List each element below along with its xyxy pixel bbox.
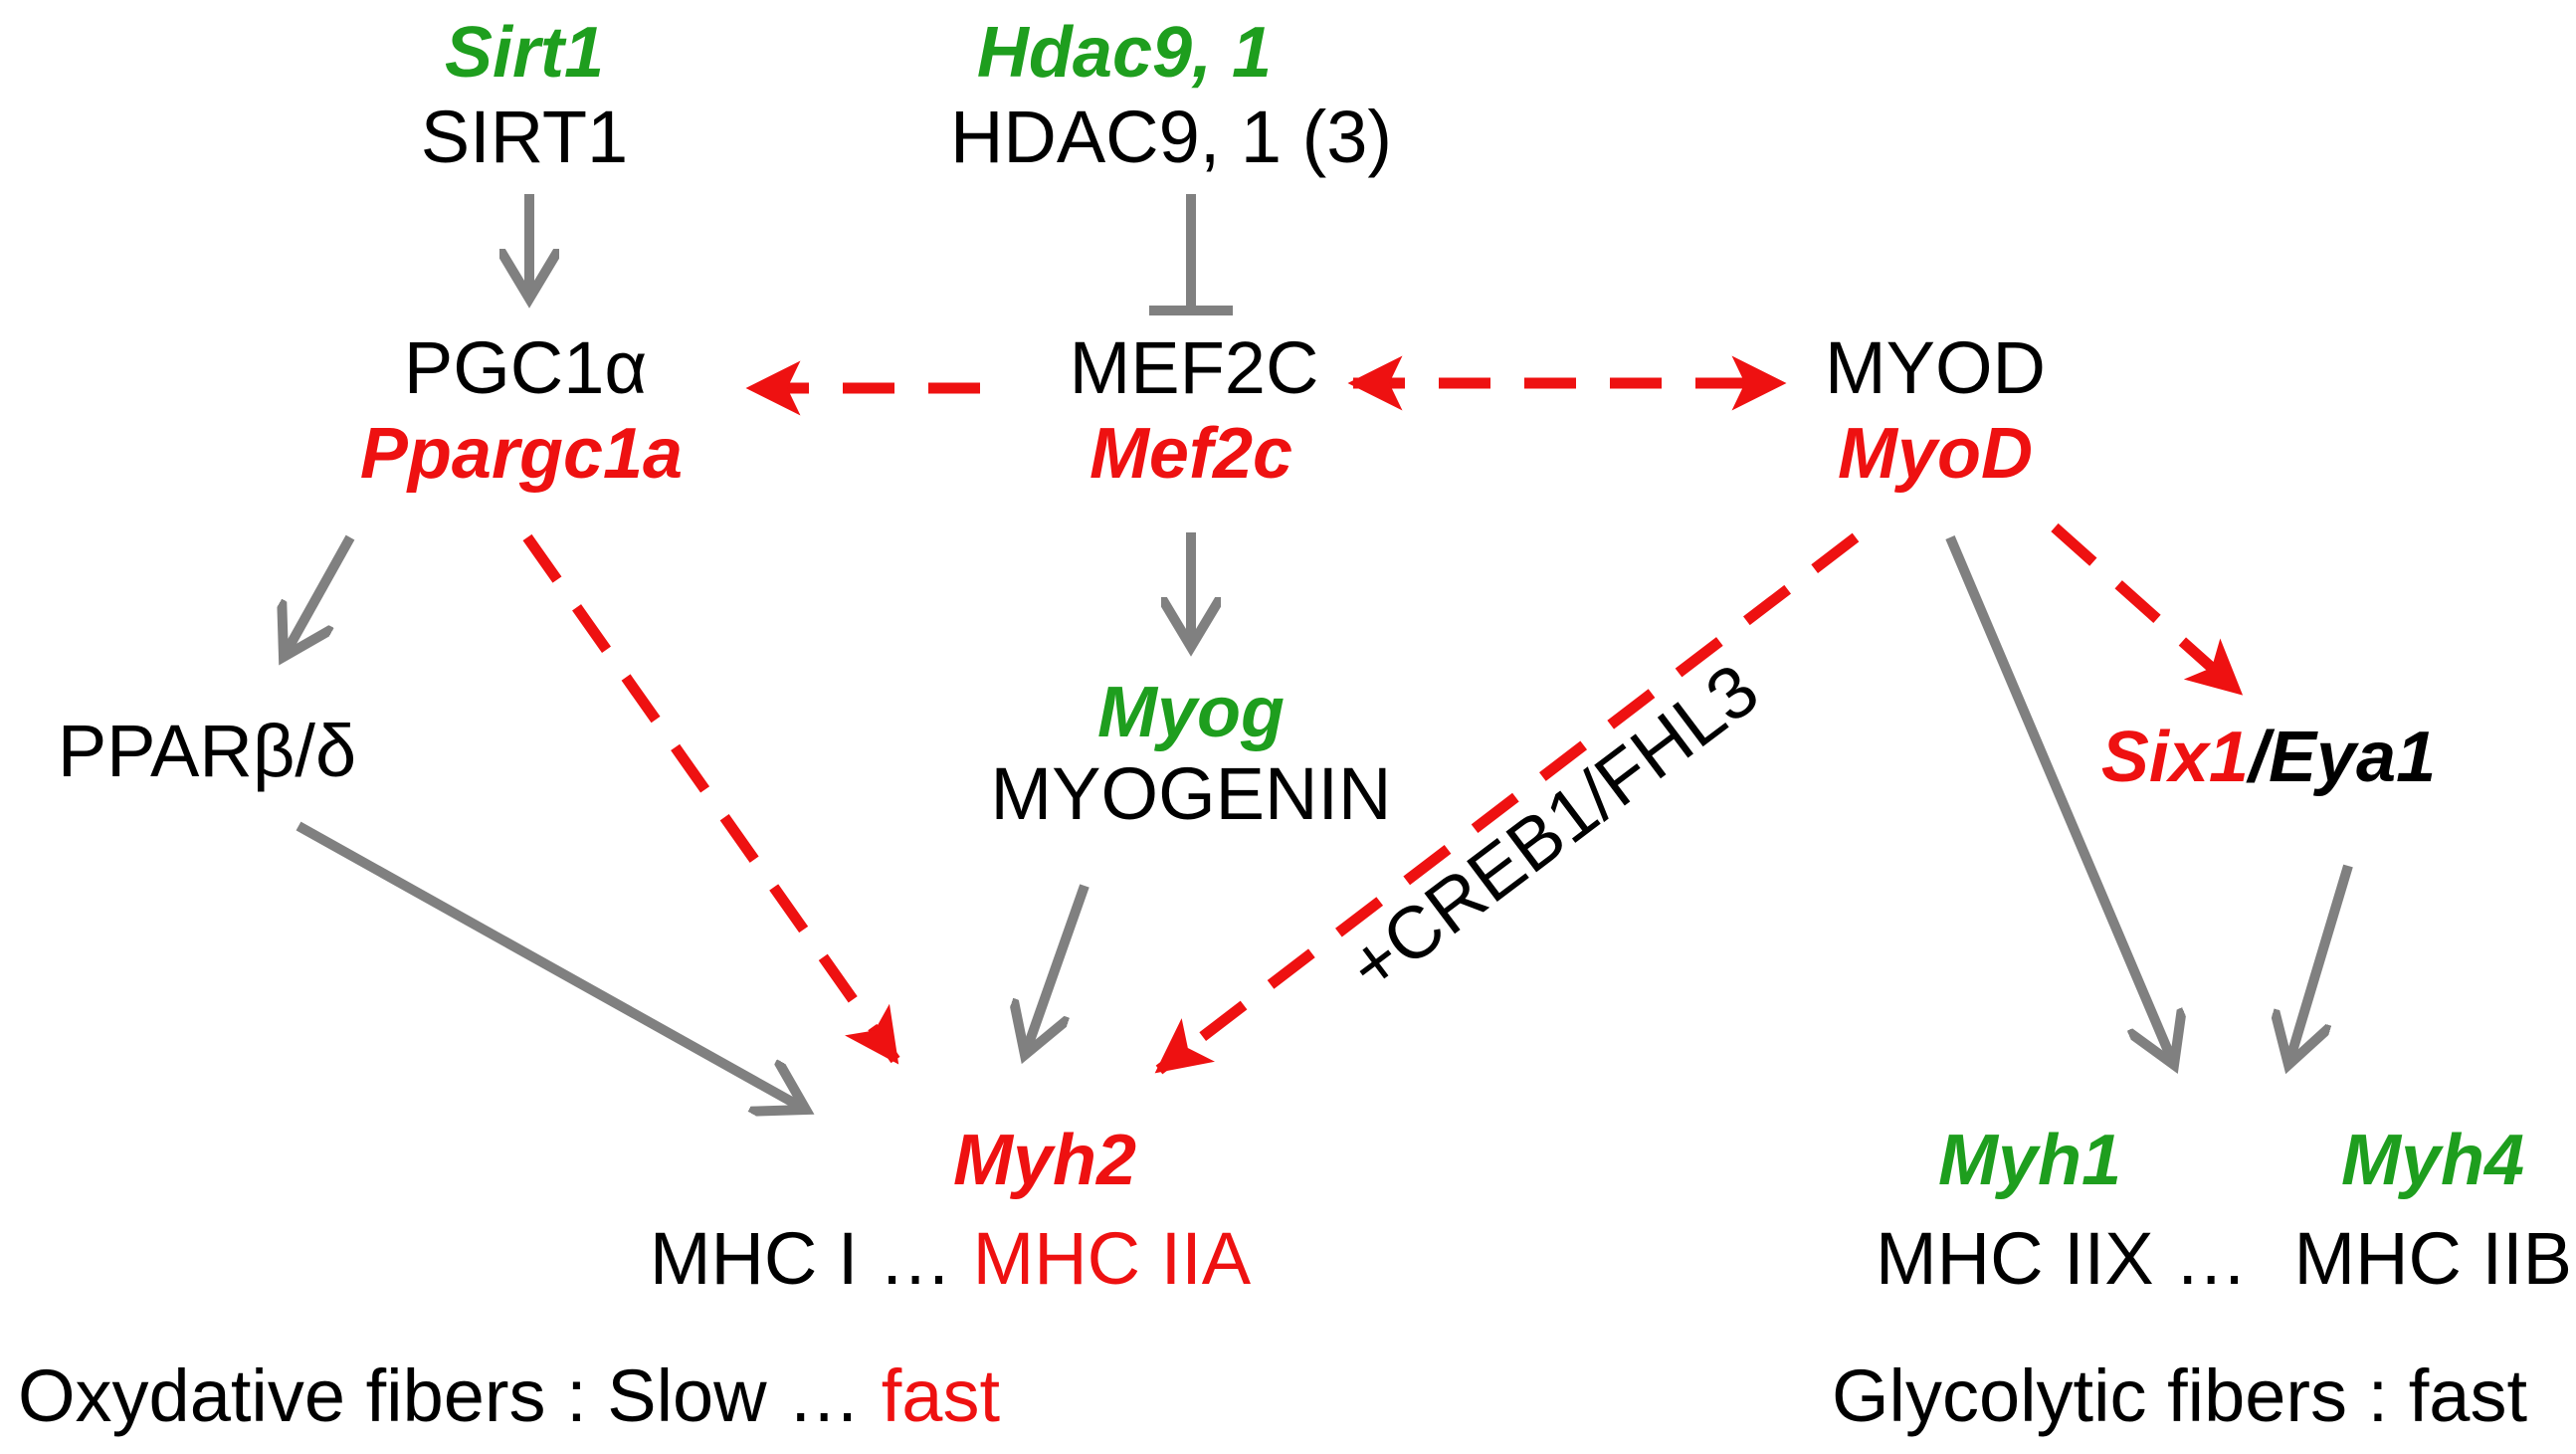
gene-six1: Six1 <box>2101 718 2249 797</box>
dashed-arrow-myod-to-six1 <box>2051 522 2244 697</box>
arrow-myogenin-to-myh2 <box>1025 884 1090 1055</box>
gene-hdac9-1: Hdac9, 1 <box>977 13 1272 93</box>
protein-mhc-iib: MHC IIB <box>2293 1217 2572 1300</box>
protein-ppar-beta-delta: PPARβ/δ <box>58 710 356 792</box>
footer-glycolytic-fibers: Glycolytic fibers : fast <box>1832 1354 2528 1437</box>
protein-mhc-iix: MHC IIX … <box>1876 1217 2248 1300</box>
gene-myh4: Myh4 <box>2341 1121 2524 1200</box>
gene-eya1: Eya1 <box>2269 718 2436 797</box>
arrow-six1eya1-to-myh4 <box>2288 864 2353 1065</box>
footer-oxydative-fibers: Oxydative fibers : Slow … fast <box>18 1354 1000 1437</box>
gene-mef2c: Mef2c <box>1090 414 1292 494</box>
arrow-pgc1a-to-ppar <box>284 534 355 657</box>
protein-mhc-i-iia: MHC I … MHC IIA <box>650 1217 1252 1300</box>
protein-myod: MYOD <box>1825 326 2046 409</box>
gene-myod: MyoD <box>1838 414 2033 494</box>
gene-myog: Myog <box>1097 673 1285 752</box>
inhibition-hdac-to-mef2c <box>1149 194 1233 315</box>
protein-myogenin: MYOGENIN <box>991 752 1392 835</box>
dashed-arrow-ppargc1a-to-myh2 <box>522 533 900 1065</box>
protein-sirt1: SIRT1 <box>421 96 628 178</box>
protein-pgc1a: PGC1α <box>404 326 647 409</box>
gene-myh2: Myh2 <box>953 1121 1136 1200</box>
protein-mhc-i: MHC I … <box>650 1217 973 1300</box>
protein-hdac9-1-3: HDAC9, 1 (3) <box>950 96 1392 178</box>
protein-mhc-iia: MHC IIA <box>973 1217 1252 1300</box>
footer-oxydative-fast: fast <box>882 1354 1001 1437</box>
dashed-arrow-myod-to-myh2 <box>1154 532 1860 1075</box>
gene-ppargc1a: Ppargc1a <box>360 414 683 494</box>
gene-myh1: Myh1 <box>1938 1121 2121 1200</box>
arrow-ppar-to-myh2 <box>296 821 806 1110</box>
gene-six1-eya1: Six1/Eya1 <box>2101 718 2436 797</box>
arrow-myod-to-myh1 <box>1945 535 2174 1065</box>
protein-mef2c: MEF2C <box>1070 326 1319 409</box>
gene-sirt1: Sirt1 <box>445 13 604 93</box>
footer-oxydative-slow: Oxydative fibers : Slow … <box>18 1354 882 1437</box>
edge-label-creb1-fhl3: +CREB1/FHL3 <box>1333 648 1773 1008</box>
